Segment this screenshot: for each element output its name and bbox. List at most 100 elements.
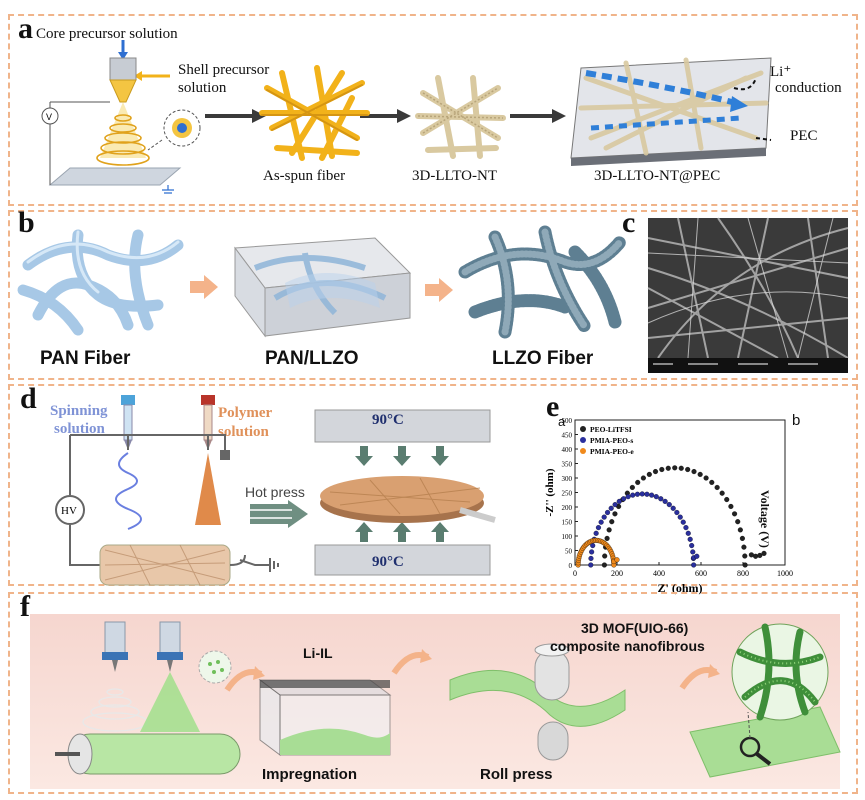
spinning-solution-line1: Spinning bbox=[50, 403, 108, 419]
data-point bbox=[680, 519, 686, 525]
data-point bbox=[687, 536, 693, 542]
subplot-a-label: a bbox=[558, 414, 566, 429]
y-tick-label: 350 bbox=[562, 461, 573, 469]
core-precursor-label: Core precursor solution bbox=[36, 26, 178, 42]
particle-zoom-icon bbox=[198, 650, 232, 684]
y-tick-label: 150 bbox=[562, 519, 573, 527]
roll-press-label: Roll press bbox=[480, 766, 553, 783]
panel-e-label: e bbox=[546, 390, 560, 423]
data-point bbox=[653, 494, 659, 500]
hot-press-label: Hot press bbox=[245, 484, 305, 500]
li-conduction-label: conduction bbox=[775, 80, 842, 96]
data-point bbox=[732, 511, 738, 517]
pan-fiber-illustration bbox=[17, 229, 184, 336]
y-tick-label: 0 bbox=[569, 562, 573, 570]
panel-c-label: c bbox=[622, 206, 636, 239]
x-tick-label: 200 bbox=[611, 569, 623, 578]
data-point bbox=[742, 553, 748, 559]
data-point bbox=[741, 544, 747, 550]
data-point bbox=[685, 530, 691, 536]
step-as-spun-fiber: As-spun fiber bbox=[263, 168, 346, 184]
y-tick-label: 500 bbox=[562, 417, 573, 425]
data-point bbox=[739, 535, 745, 541]
data-point bbox=[639, 491, 645, 497]
mof-label-line1: 3D MOF(UIO-66) bbox=[581, 620, 689, 636]
data-point bbox=[644, 491, 650, 497]
panel-b bbox=[8, 210, 858, 380]
data-point bbox=[757, 552, 763, 558]
temperature-top: 90°C bbox=[372, 412, 404, 428]
electrospinning-setup-a: V bbox=[41, 40, 201, 194]
data-point bbox=[703, 475, 709, 481]
data-point bbox=[658, 496, 664, 502]
data-point bbox=[589, 549, 595, 555]
subplot-b-label: b bbox=[792, 412, 801, 429]
data-point bbox=[604, 535, 610, 541]
impregnation-label: Impregnation bbox=[262, 766, 358, 783]
step-pan-llzo: PAN/LLZO bbox=[265, 348, 359, 369]
temperature-bottom: 90°C bbox=[372, 554, 404, 570]
data-point bbox=[666, 502, 672, 508]
data-point bbox=[606, 527, 612, 533]
data-point bbox=[735, 519, 741, 525]
panel-f-label: f bbox=[20, 590, 30, 623]
li-conduction-path bbox=[585, 70, 737, 106]
y-tick-label: 200 bbox=[562, 504, 573, 512]
data-point bbox=[691, 469, 697, 475]
polymer-solution-line1: Polymer bbox=[218, 405, 273, 421]
legend-entry: PMIA-PEO-s bbox=[590, 436, 633, 445]
panel-a bbox=[8, 14, 858, 206]
electrospinning-setup-f bbox=[55, 621, 241, 775]
data-point bbox=[598, 519, 604, 525]
data-point bbox=[674, 509, 680, 516]
sem-image bbox=[647, 217, 849, 373]
data-point bbox=[737, 527, 743, 533]
impregnation-bath-illustration bbox=[258, 679, 392, 756]
hot-press-arrow bbox=[250, 500, 308, 528]
data-point bbox=[709, 479, 715, 485]
arrow-f1 bbox=[224, 666, 265, 692]
panel-d-label: d bbox=[20, 382, 37, 415]
data-point bbox=[694, 553, 700, 559]
x-tick-label: 0 bbox=[573, 569, 577, 578]
pec-label: PEC bbox=[790, 128, 818, 144]
llzo-fiber-illustration bbox=[458, 225, 627, 339]
data-point bbox=[659, 466, 665, 473]
ground-icon bbox=[162, 185, 174, 194]
data-point bbox=[662, 498, 668, 504]
data-point bbox=[630, 492, 636, 498]
x-tick-label: 600 bbox=[695, 569, 707, 578]
data-point bbox=[672, 465, 678, 471]
data-point bbox=[691, 562, 697, 568]
x-tick-label: 800 bbox=[737, 569, 749, 578]
data-point bbox=[690, 549, 696, 555]
x-tick-label: 1000 bbox=[777, 569, 793, 578]
panel-d bbox=[8, 384, 858, 586]
polymer-solution-line2: solution bbox=[218, 424, 269, 440]
data-point bbox=[753, 553, 759, 559]
y-tick-label: 50 bbox=[565, 548, 573, 556]
data-point bbox=[678, 465, 684, 471]
y-tick-label: 400 bbox=[562, 446, 573, 454]
data-point bbox=[761, 550, 767, 556]
li-ion-label: Li⁺ bbox=[770, 64, 792, 80]
data-point bbox=[601, 514, 607, 520]
data-point bbox=[670, 505, 676, 511]
legend-entry: PMIA-PEO-e bbox=[590, 447, 634, 456]
data-point bbox=[635, 479, 641, 485]
hv-source-icon bbox=[55, 495, 85, 525]
arrow-f3 bbox=[679, 664, 720, 690]
voltmeter-icon bbox=[41, 107, 59, 125]
data-point bbox=[621, 496, 627, 502]
mof-nanofiber-illustration bbox=[689, 623, 841, 778]
electrospinning-setup-d: HV bbox=[55, 395, 279, 586]
data-point bbox=[629, 484, 635, 491]
li-il-label: Li-IL bbox=[303, 645, 333, 661]
roll-press-illustration bbox=[449, 643, 626, 761]
legend-marker bbox=[580, 448, 586, 454]
data-point bbox=[685, 466, 691, 473]
data-point bbox=[588, 555, 594, 561]
panel-f bbox=[8, 592, 858, 794]
data-point bbox=[612, 511, 618, 517]
legend-marker bbox=[580, 426, 586, 432]
